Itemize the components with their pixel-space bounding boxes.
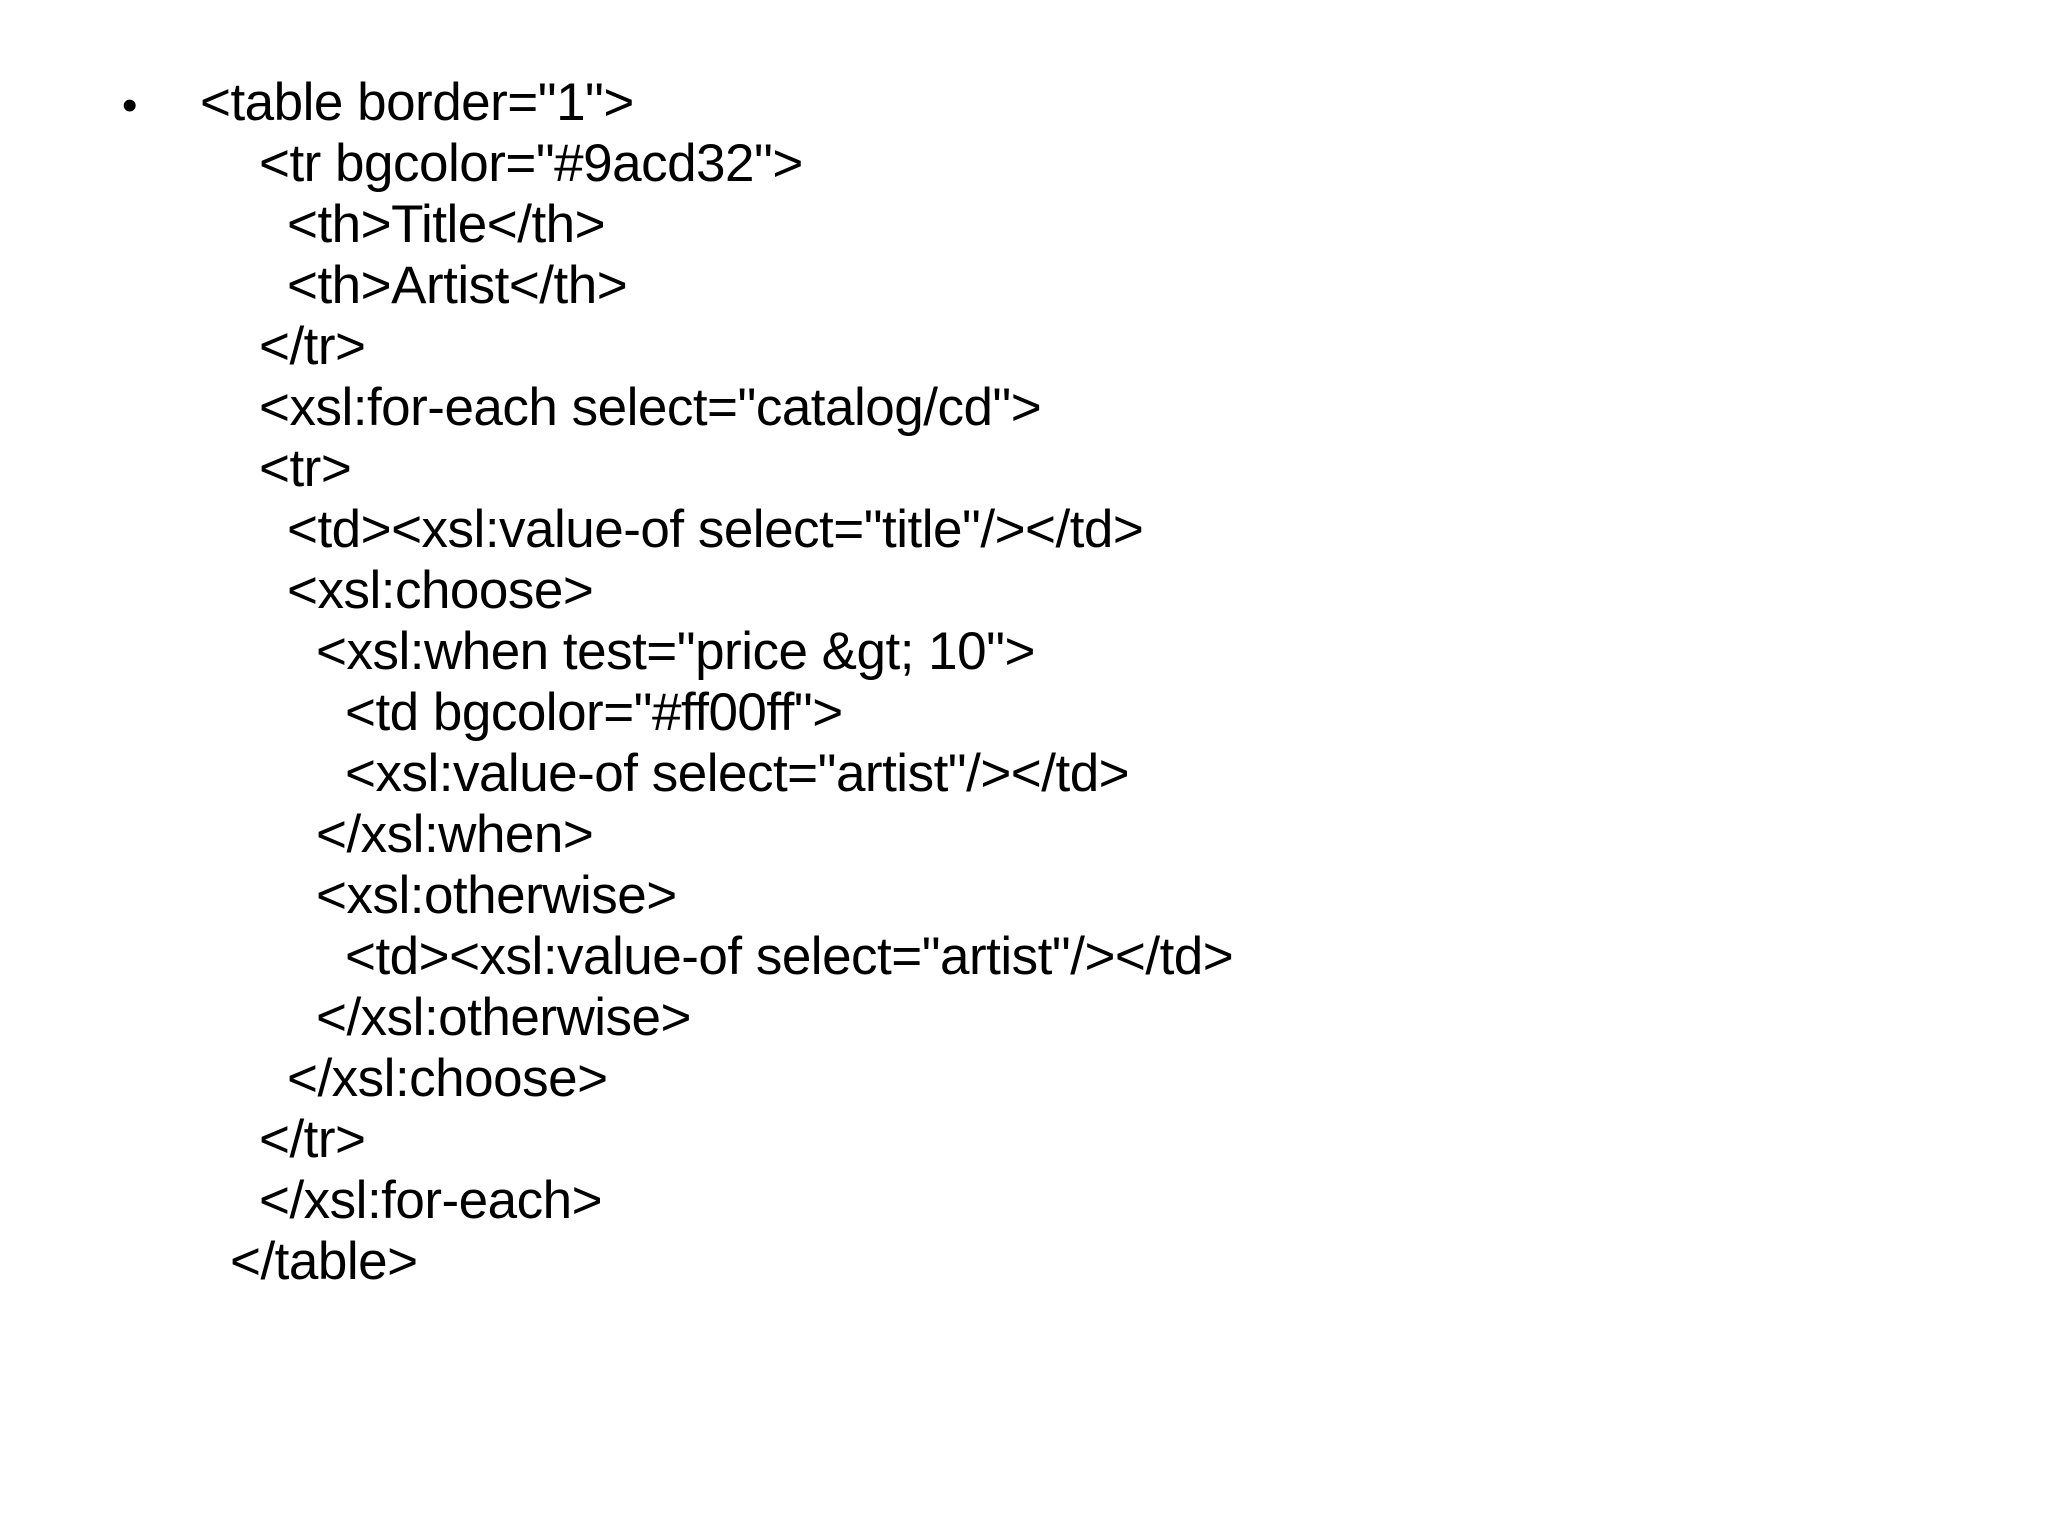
- code-line-6: <xsl:for-each select="catalog/cd">: [259, 378, 1042, 437]
- code-line-20: </table>: [230, 1232, 418, 1291]
- code-line-9: <xsl:choose>: [287, 561, 594, 620]
- code-line-14: <xsl:otherwise>: [316, 866, 677, 925]
- code-line-13: </xsl:when>: [316, 805, 594, 864]
- code-line-5: </tr>: [259, 317, 366, 376]
- bullet-marker: •: [122, 81, 138, 130]
- code-line-15: <td><xsl:value-of select="artist"/></td>: [345, 927, 1234, 986]
- code-line-8: <td><xsl:value-of select="title"/></td>: [287, 500, 1144, 559]
- code-line-4: <th>Artist</th>: [287, 256, 628, 315]
- code-line-18: </tr>: [259, 1110, 366, 1169]
- code-line-2: <tr bgcolor="#9acd32">: [259, 134, 803, 193]
- code-line-12: <xsl:value-of select="artist"/></td>: [345, 744, 1130, 803]
- code-line-7: <tr>: [259, 439, 352, 498]
- code-line-11: <td bgcolor="#ff00ff">: [345, 683, 843, 742]
- code-line-3: <th>Title</th>: [287, 195, 606, 254]
- code-line-19: </xsl:for-each>: [259, 1171, 603, 1230]
- code-line-17: </xsl:choose>: [287, 1049, 608, 1108]
- code-line-10: <xsl:when test="price &gt; 10">: [316, 622, 1035, 681]
- code-line-1: <table border="1">: [200, 73, 634, 132]
- code-line-16: </xsl:otherwise>: [316, 988, 691, 1047]
